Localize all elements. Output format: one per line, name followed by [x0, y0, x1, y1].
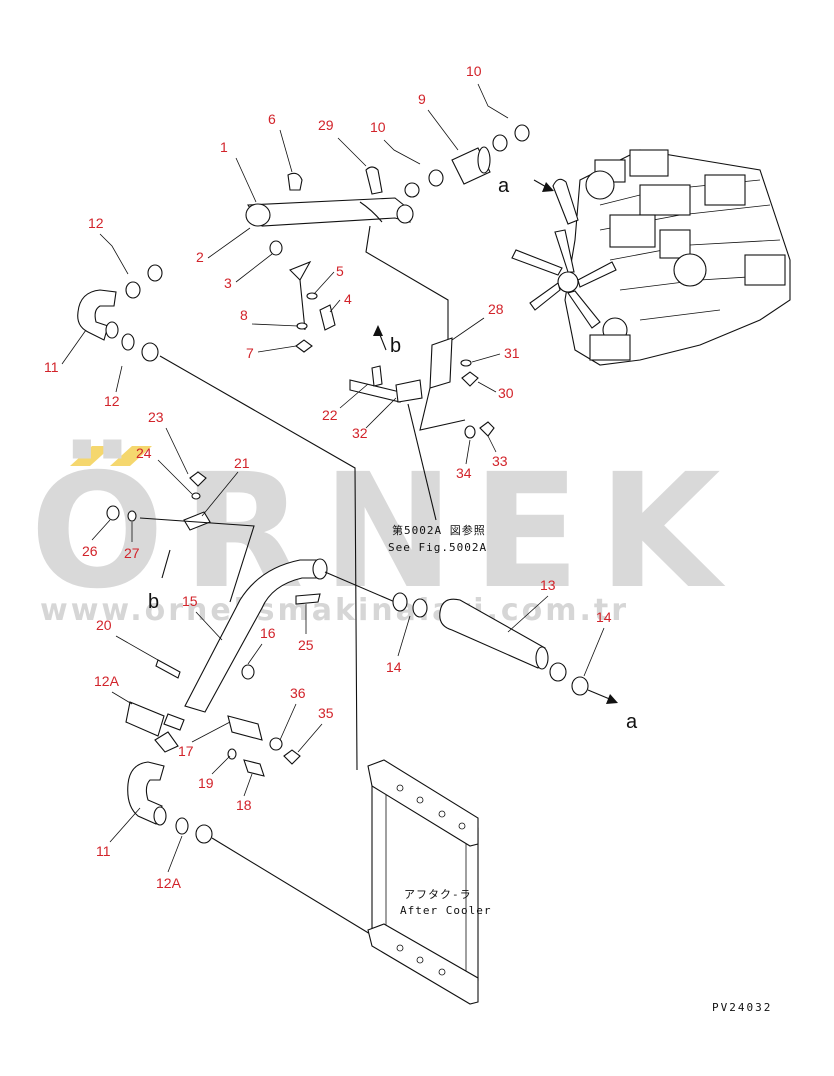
- after-cooler-label-jp: アフタク-ラ: [404, 888, 472, 901]
- callout-1: 1: [220, 139, 228, 155]
- callout-12A: 12A: [94, 673, 120, 689]
- callout-34: 34: [456, 465, 472, 481]
- callout-31: 31: [504, 345, 520, 361]
- callout-15: 15: [182, 593, 198, 609]
- callout-5: 5: [336, 263, 344, 279]
- callout-11: 11: [96, 843, 111, 859]
- callout-29: 29: [318, 117, 334, 133]
- marker-b-lower: b: [148, 591, 159, 613]
- after-cooler-label-en: After Cooler: [400, 904, 491, 917]
- callout-8: 8: [240, 307, 248, 323]
- callout-14: 14: [596, 609, 612, 625]
- callout-35: 35: [318, 705, 334, 721]
- callout-12: 12: [104, 393, 120, 409]
- callout-6: 6: [268, 111, 276, 127]
- watermark: ÖRNEK www.orneksmakinalari.com.tr: [30, 438, 721, 628]
- reference-note-jp: 第5002A 図参照: [392, 523, 486, 537]
- callout-26: 26: [82, 543, 98, 559]
- after-cooler: アフタク-ラ After Cooler: [367, 759, 491, 1005]
- watermark-accent: [110, 446, 152, 466]
- callout-18: 18: [236, 797, 252, 813]
- callout-30: 30: [498, 385, 514, 401]
- callout-12A: 12A: [156, 875, 182, 891]
- callout-3: 3: [224, 275, 232, 291]
- callout-25: 25: [298, 637, 314, 653]
- callout-28: 28: [488, 301, 504, 317]
- callout-23: 23: [148, 409, 164, 425]
- callout-4: 4: [344, 291, 352, 307]
- reference-note: 第5002A 図参照 See Fig.5002A: [388, 523, 487, 554]
- callout-27: 27: [124, 545, 140, 561]
- callout-14: 14: [386, 659, 402, 675]
- engine-illustration: [511, 149, 791, 366]
- watermark-url: www.orneksmakinalari.com.tr: [40, 593, 629, 628]
- reference-note-en: See Fig.5002A: [388, 541, 487, 554]
- callout-2: 2: [196, 249, 204, 265]
- callout-13: 13: [540, 577, 556, 593]
- callout-leaders: [61, 83, 605, 873]
- marker-a-right: a: [626, 711, 638, 733]
- callout-7: 7: [246, 345, 254, 361]
- marker-a-top: a: [498, 175, 510, 197]
- callout-20: 20: [96, 617, 112, 633]
- callout-24: 24: [136, 445, 152, 461]
- callout-36: 36: [290, 685, 306, 701]
- callout-17: 17: [178, 743, 194, 759]
- callout-19: 19: [198, 775, 214, 791]
- marker-b-upper: b: [390, 335, 401, 357]
- callout-10: 10: [370, 119, 386, 135]
- callout-11: 11: [44, 359, 59, 375]
- callout-33: 33: [492, 453, 508, 469]
- drawing-code: PV24032: [712, 1001, 772, 1014]
- callouts: 1 2 3 4 5 6 7 8 29 10 9 10 12 11 12 28 3…: [44, 63, 612, 891]
- callout-10: 10: [466, 63, 482, 79]
- watermark-accent: [70, 446, 112, 466]
- callout-16: 16: [260, 625, 276, 641]
- callout-22: 22: [322, 407, 338, 423]
- leader-lines: [77, 124, 618, 941]
- callout-9: 9: [418, 91, 426, 107]
- letter-markers: a b b a: [148, 175, 638, 733]
- callout-12: 12: [88, 215, 104, 231]
- callout-21: 21: [234, 455, 250, 471]
- callout-32: 32: [352, 425, 368, 441]
